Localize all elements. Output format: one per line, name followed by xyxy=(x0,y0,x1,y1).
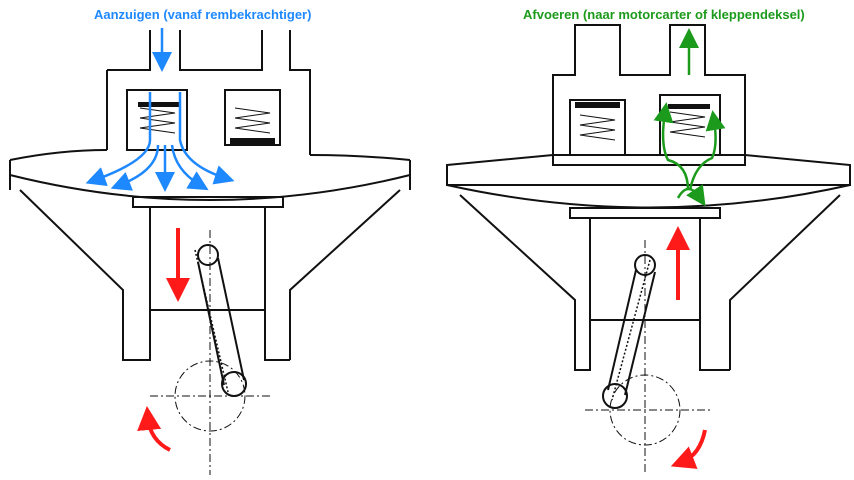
diaphragm-plate xyxy=(569,207,721,219)
intake-pump-diagram xyxy=(9,28,411,475)
center-lines xyxy=(150,230,270,475)
exhaust-title: Afvoeren (naar motorcarter of kleppendek… xyxy=(523,7,805,22)
piston-pin xyxy=(197,244,219,266)
pump-cover xyxy=(446,154,851,186)
piston xyxy=(149,206,266,311)
intake-flow-arrows xyxy=(85,28,235,192)
outlet-spring xyxy=(234,107,271,134)
exhaust-pump-diagram xyxy=(446,24,851,475)
outlet-valve-plate xyxy=(230,138,275,144)
valve-housing xyxy=(552,24,746,166)
crank-pin xyxy=(602,383,628,409)
rod-centerline xyxy=(611,259,651,401)
rod-centerline xyxy=(194,249,229,393)
right-valve-plate xyxy=(668,104,710,109)
left-valve-plate xyxy=(575,102,620,108)
right-valve-spring xyxy=(669,111,706,138)
connecting-rod xyxy=(197,257,245,386)
center-lines xyxy=(585,240,710,475)
pump-body xyxy=(19,189,401,361)
crank-rotation-arrow xyxy=(670,429,707,469)
inlet-valve-plate xyxy=(138,102,180,107)
exhaust-flow-arrows xyxy=(653,28,726,207)
diaphragm xyxy=(446,184,851,209)
left-valve-spring xyxy=(579,114,616,141)
pump-cover xyxy=(9,149,411,190)
intake-title: Aanzuigen (vanaf rembekrachtiger) xyxy=(94,7,312,22)
pump-body xyxy=(459,194,841,371)
diaphragm xyxy=(9,174,411,201)
inlet-spring xyxy=(139,107,176,134)
valve-housing xyxy=(106,30,311,155)
crank-rotation-arrow xyxy=(137,406,171,452)
outlet-valve-chamber xyxy=(224,89,281,146)
connecting-rod xyxy=(607,269,656,396)
